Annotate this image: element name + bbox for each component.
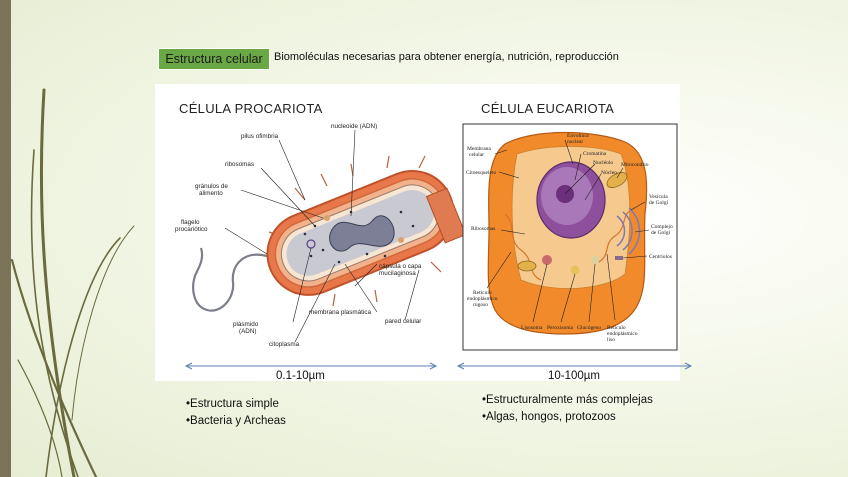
label-membrane-2: celular — [469, 152, 484, 158]
label-capsule-1: cápsula o capa — [379, 263, 422, 270]
prokaryote-bullets: •Estructura simple •Bacteria y Archeas — [186, 396, 286, 429]
mitochondrion-icon — [606, 172, 628, 188]
golgi-icon — [616, 207, 641, 255]
label-vesicle-2: de Golgi — [649, 200, 669, 206]
label-rough-er-2: endoplásmico — [467, 296, 498, 302]
label-lysosome: Lisosoma — [521, 325, 543, 331]
label-chromatin: Cromatina — [583, 151, 607, 157]
label-membrane: membrana plasmática — [309, 309, 371, 316]
peroxisome-icon — [570, 265, 580, 275]
list-item: •Algas, hongos, protozoos — [482, 410, 616, 423]
label-centrioles: Centríolos — [649, 254, 672, 260]
slide-subtitle: Biomoléculas necesarias para obtener ene… — [274, 51, 619, 63]
label-golgi-1: Complejo — [651, 224, 673, 230]
label-pilus: pilus ofimbria — [241, 133, 279, 140]
glycogen-icon — [591, 256, 599, 264]
slide-title-box: Estructura celular — [158, 48, 270, 70]
label-smooth-er-3: liso — [607, 337, 615, 343]
list-item: •Estructuralmente más complejas — [482, 394, 653, 406]
label-nucleoid: nucleoide (ADN) — [331, 123, 377, 130]
food-granule-icon — [324, 215, 330, 221]
label-wall: pared celular — [385, 318, 421, 325]
label-vesicle-1: Vesícula — [649, 194, 668, 200]
slide-left-bar — [0, 0, 11, 477]
cell-diagrams: pilus ofimbria nucleoide (ADN) ribosomas… — [175, 123, 680, 370]
label-granules-1: gránulos de — [195, 183, 228, 190]
list-item: •Estructura simple — [186, 398, 279, 410]
label-plasmid-1: plásmido — [233, 321, 259, 328]
label-membrane-1: Membrana — [467, 146, 491, 152]
label-glycogen: Glucógeno — [577, 325, 601, 331]
label-rough-er-1: Retículo — [473, 290, 492, 296]
cells-figure-panel: CÉLULA PROCARIOTA CÉLULA EUCARIOTA — [155, 84, 680, 381]
label-nucleus: Núcleo — [601, 170, 617, 176]
list-item: •Bacteria y Archeas — [186, 414, 286, 427]
eukaryote-illustration: Envoltura nuclear Cromatina Nucléolo Núc… — [462, 123, 678, 351]
label-ribosomes: ribosomas — [225, 161, 254, 168]
label-granules-2: alimento — [199, 190, 223, 197]
label-ribosomes-e: Ribosomas — [471, 226, 495, 232]
label-mitochondrion: Mitocondrio — [621, 162, 649, 168]
prokaryote-illustration: pilus ofimbria nucleoide (ADN) ribosomas… — [175, 123, 467, 348]
lysosome-icon — [542, 255, 552, 265]
label-flagellum-1: flagelo — [181, 219, 200, 226]
label-cytoskeleton: Citoesqueleto — [466, 170, 496, 176]
centriole-icon — [615, 256, 623, 260]
label-smooth-er-1: Retículo — [607, 325, 626, 331]
label-golgi-2: de Golgi — [651, 230, 671, 236]
flagellum-icon — [192, 247, 268, 312]
label-plasmid-2: (ADN) — [239, 328, 257, 335]
label-rough-er-3: rugoso — [473, 302, 488, 308]
eukaryote-arrow-head — [680, 362, 693, 370]
eukaryote-size: 10-100µm — [548, 370, 601, 382]
label-envelope-2: nuclear — [567, 139, 583, 145]
label-peroxisome: Peroxisoma — [547, 325, 574, 331]
label-cytoplasm: citoplasma — [269, 341, 300, 348]
label-envelope-1: Envoltura — [567, 133, 589, 139]
nucleoid-icon — [329, 215, 395, 252]
label-smooth-er-2: endoplásmico — [607, 331, 638, 337]
label-nucleolus: Nucléolo — [593, 160, 613, 166]
eukaryote-heading: CÉLULA EUCARIOTA — [481, 101, 615, 116]
prokaryote-size: 0.1-10µm — [276, 370, 325, 382]
label-capsule-2: mucilaginosa — [379, 270, 416, 277]
prokaryote-heading: CÉLULA PROCARIOTA — [179, 101, 323, 116]
label-flagellum-2: procariótico — [175, 226, 208, 233]
eukaryote-bullets: •Estructuralmente más complejas •Algas, … — [482, 392, 653, 425]
